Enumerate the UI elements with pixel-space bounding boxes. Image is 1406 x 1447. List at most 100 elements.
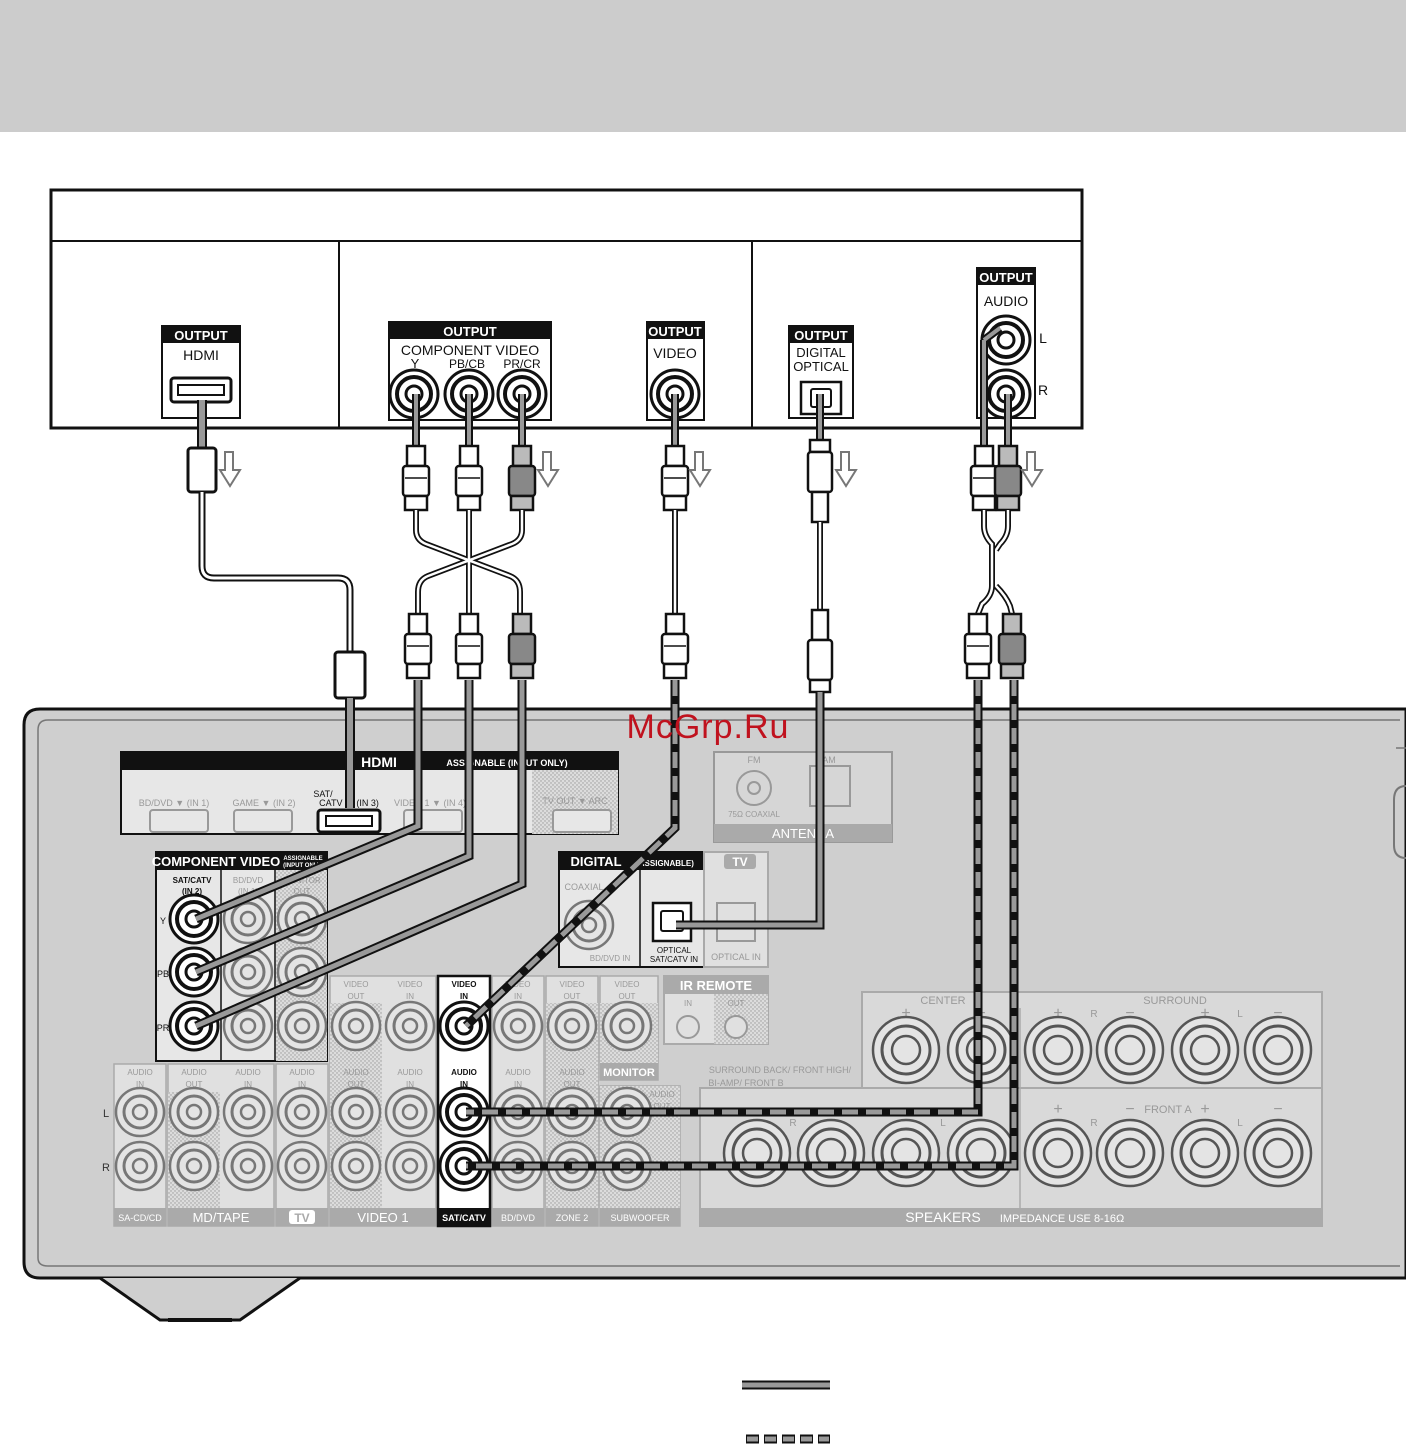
col5-out-label: OUT [348,992,365,1001]
monitor-video-label: VIDEO [615,980,640,989]
fa-l-plus-terminal[interactable] [1170,1118,1240,1188]
col4-audio-label: AUDIO [289,1068,314,1077]
digital-tv-optical-label: OPTICAL IN [711,952,761,962]
group-zone2-label: ZONE 2 [556,1213,589,1223]
md-out-r-jack[interactable] [168,1140,220,1192]
component-pb-label: PB/CB [449,357,485,371]
header-band [0,0,1406,132]
zone2-video-jack[interactable] [546,1000,598,1052]
tv-l-jack[interactable] [276,1086,328,1138]
hdmi-in3-label-1: SAT/ [313,789,333,799]
fa-l-minus-terminal[interactable] [1243,1118,1313,1188]
component-pb-in-jack[interactable] [168,946,220,998]
speakers-title: SPEAKERS [905,1209,980,1225]
surround-l-minus: − [1273,1005,1282,1022]
sb-r-minus-terminal[interactable] [796,1118,866,1188]
optical-output-badge: OUTPUT [794,328,848,343]
sub-audio-out-label: OUT [654,1102,671,1111]
hdmi-output-label: HDMI [183,347,219,363]
ir-in-label: IN [684,999,692,1008]
ir-remote-block: IR REMOTE IN OUT [663,975,769,1045]
col5-audio-label: AUDIO [343,1068,368,1077]
tv-r-jack[interactable] [276,1140,328,1192]
bd-video-in-label: IN [514,992,522,1001]
surround-back-label-1: SURROUND BACK/ FRONT HIGH/ [709,1065,852,1075]
col1-audio-label: AUDIO [127,1068,152,1077]
audio-l-label: L [1039,330,1047,346]
center-label: CENTER [920,995,965,1007]
ir-out-jack[interactable] [724,1015,748,1039]
sacd-r-jack[interactable] [114,1140,166,1192]
group-subwoofer-label: SUBWOOFER [610,1213,670,1223]
hdmi-in2-port[interactable] [233,809,293,833]
video1-in-r-jack[interactable] [384,1140,436,1192]
component-monitor-pr-jack[interactable] [276,1000,328,1052]
video1-video-in-jack[interactable] [384,1000,436,1052]
zone2-video-label: VIDEO [560,980,585,989]
ir-in-jack[interactable] [676,1015,700,1039]
component-pr-in-jack[interactable] [168,1000,220,1052]
optical-cable [676,394,834,930]
zone2-audio-out-label: OUT [564,1080,581,1089]
bd-video-in-jack[interactable] [492,1000,544,1052]
digital-tv-label: TV [732,855,747,869]
sb-r-plus-terminal[interactable] [722,1118,792,1188]
fa-r-plus-terminal[interactable] [1023,1118,1093,1188]
col2-audio-label: AUDIO [181,1068,206,1077]
sacd-l-jack[interactable] [114,1086,166,1138]
hdmi-in1-port[interactable] [149,809,209,833]
video1-out-l-jack[interactable] [330,1086,382,1138]
audio-output-badge: OUTPUT [979,270,1033,285]
receiver-digital-title: DIGITAL [570,854,621,869]
fa-l-label: L [1237,1118,1243,1129]
monitor-video-out-label: OUT [619,992,636,1001]
surround-r-plus: + [1053,1005,1062,1022]
hdmi-tv-out-port[interactable] [552,809,612,833]
component-y-in-jack[interactable] [168,893,220,945]
component-pb-in-label: PB [157,969,169,979]
monitor-bar-label: MONITOR [603,1067,655,1079]
composite-video-cable [462,394,690,1030]
antenna-fm-label: FM [748,755,761,765]
receiver-digital-assignable: (ASSIGNABLE) [636,859,694,868]
audio-r-label: R [1038,382,1048,398]
sat-audio-in-label: IN [460,1080,468,1089]
center-plus-terminal[interactable] [871,1015,941,1085]
receiver-hdmi-title: HDMI [361,754,397,770]
group-video1-label: VIDEO 1 [357,1210,408,1225]
surround-l-minus-terminal[interactable] [1243,1015,1313,1085]
audio-cable [466,324,1027,1171]
surround-l-plus-terminal[interactable] [1170,1015,1240,1085]
fa-l-plus: + [1200,1101,1209,1118]
sb-l-minus-terminal[interactable] [946,1118,1016,1188]
antenna-block: ANTENNA FM AM 75Ω COAXIAL [713,751,893,843]
col2-out-label: OUT [186,1080,203,1089]
group-mdtape-label: MD/TAPE [193,1210,250,1225]
receiver-hdmi-assignable: ASSIGNABLE (INPUT ONLY) [446,758,567,768]
bd-audio-in-label: IN [514,1080,522,1089]
component-sat-label-1: SAT/CATV [173,876,212,885]
md-in-l-jack[interactable] [222,1086,274,1138]
video1-out-r-jack[interactable] [330,1140,382,1192]
zone2-video-out-label: OUT [564,992,581,1001]
surround-r-minus-terminal[interactable] [1095,1015,1165,1085]
col3-in-label: IN [244,1080,252,1089]
sb-l-plus-terminal[interactable] [871,1118,941,1188]
surround-r-plus-terminal[interactable] [1023,1015,1093,1085]
video1-video-out-jack[interactable] [330,1000,382,1052]
monitor-video-out-jack[interactable] [601,1000,653,1052]
fa-r-minus-terminal[interactable] [1095,1118,1165,1188]
antenna-coaxial-label: 75Ω COAXIAL [728,810,780,819]
hdmi-tv-out-label: TV OUT ▼ ARC [542,796,608,806]
fa-l-minus: − [1273,1101,1282,1118]
zone2-audio-label: AUDIO [559,1068,584,1077]
surround-l-plus: + [1200,1005,1209,1022]
component-output-badge: OUTPUT [443,324,497,339]
video1-in-l-jack[interactable] [384,1086,436,1138]
md-out-l-jack[interactable] [168,1086,220,1138]
receiver-component-title: COMPONENT VIDEO [152,854,281,869]
md-in-r-jack[interactable] [222,1140,274,1192]
sub-audio-label: AUDIO [649,1090,674,1099]
